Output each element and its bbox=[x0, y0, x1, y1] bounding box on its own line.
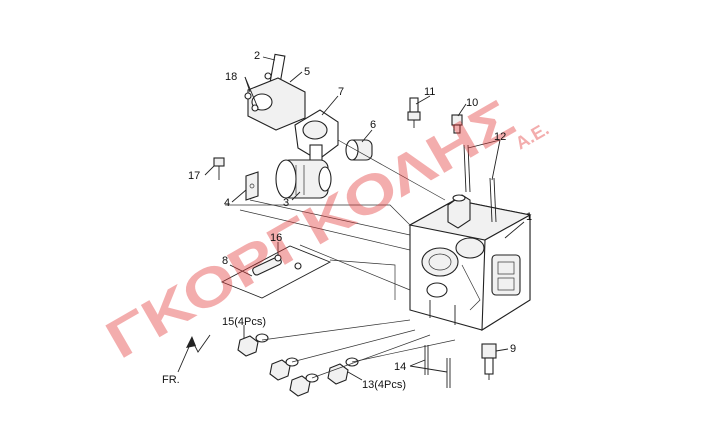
direction-label: FR. bbox=[162, 374, 180, 386]
callout-15: 15(4Pcs) bbox=[222, 316, 266, 328]
thermostat bbox=[275, 159, 332, 199]
callout-11: 11 bbox=[424, 86, 435, 98]
sensor-10 bbox=[451, 114, 463, 134]
callout-6: 6 bbox=[370, 119, 376, 131]
watermark-suffix: Α.Ε. bbox=[512, 119, 552, 154]
callout-7: 7 bbox=[338, 86, 344, 98]
nuts-and-washers bbox=[237, 333, 359, 397]
seal-6 bbox=[345, 139, 373, 161]
front-direction-arrow bbox=[177, 334, 211, 373]
callout-5: 5 bbox=[304, 66, 310, 78]
callout-8: 8 bbox=[222, 255, 228, 267]
callout-4: 4 bbox=[224, 197, 230, 209]
leader-lines bbox=[204, 56, 525, 381]
callout-16: 16 bbox=[270, 232, 282, 244]
callout-13: 13(4Pcs) bbox=[362, 379, 406, 391]
callout-10: 10 bbox=[466, 97, 478, 109]
thermostat-housing bbox=[244, 53, 339, 164]
bolt-17 bbox=[213, 157, 225, 180]
plate-4 bbox=[245, 171, 259, 201]
callout-14: 14 bbox=[394, 361, 406, 373]
temperature-sensor bbox=[407, 97, 421, 128]
cylinder-head bbox=[408, 194, 532, 332]
callout-18: 18 bbox=[225, 71, 237, 83]
stud-bolts bbox=[463, 144, 497, 223]
callout-3: 3 bbox=[283, 197, 289, 209]
spark-plug bbox=[481, 343, 497, 380]
callout-2: 2 bbox=[254, 50, 260, 62]
assembly-guide-lines bbox=[225, 139, 456, 379]
callout-1: 1 bbox=[526, 211, 532, 223]
callout-labels: 1 2 3 4 5 6 7 8 9 10 11 12 13(4Pcs) 14 1… bbox=[162, 50, 532, 391]
studs-14 bbox=[424, 345, 451, 388]
callout-9: 9 bbox=[510, 343, 516, 355]
callout-17: 17 bbox=[188, 170, 200, 182]
callout-12: 12 bbox=[494, 131, 506, 143]
